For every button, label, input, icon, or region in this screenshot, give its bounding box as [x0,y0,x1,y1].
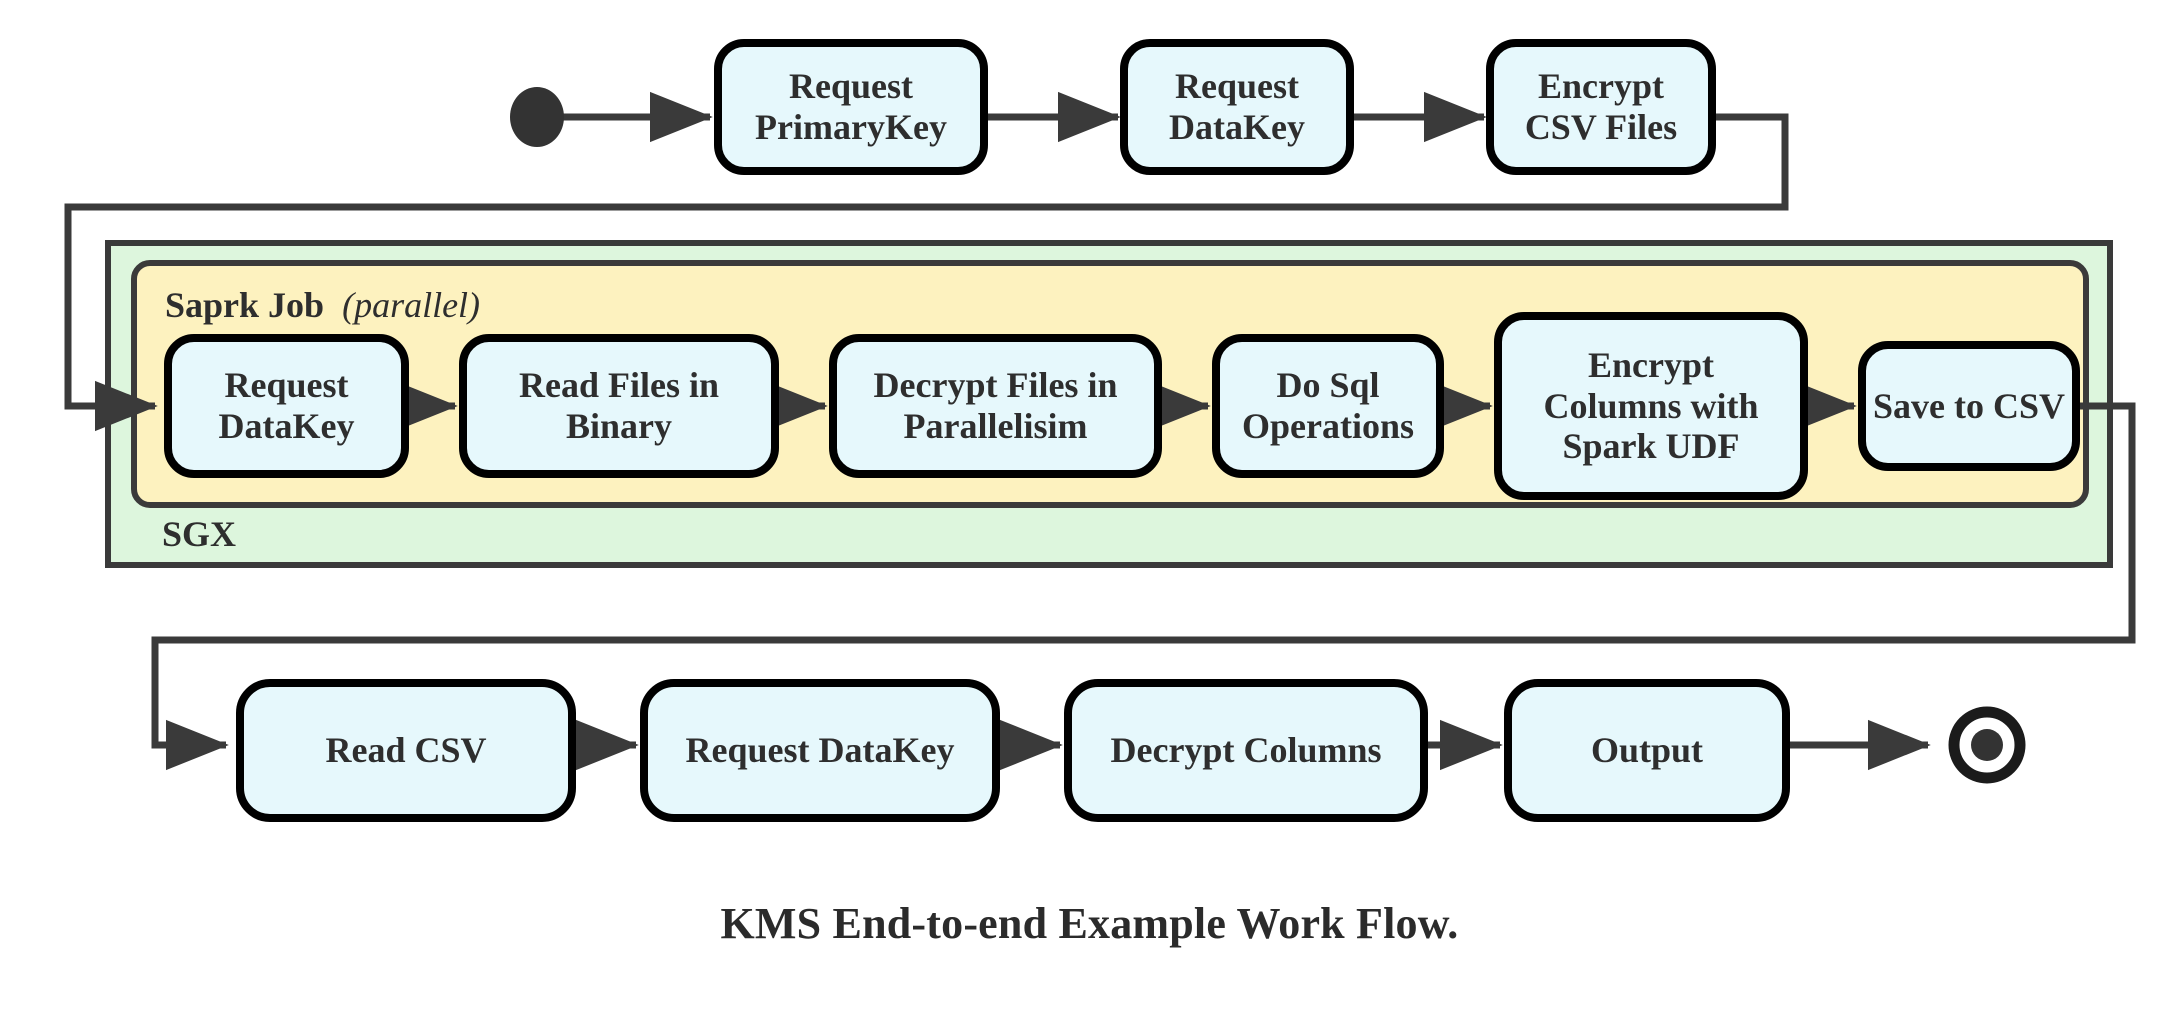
node-read-files-in-binary[interactable] [459,334,779,478]
sgx-label: SGX [162,513,236,555]
edge-save-csv-to-read-csv [151,402,2136,771]
end-state [1948,706,2026,784]
node-encrypt-csv-files[interactable] [1486,39,1716,175]
node-encrypt-columns-with-spark-udf[interactable] [1494,312,1808,500]
spark-job-label: Saprk Job (parallel) [165,284,480,326]
node-request-datakey-spark[interactable] [164,334,409,478]
node-request-datakey-bottom[interactable] [640,679,1000,822]
node-save-to-csv[interactable] [1858,341,2080,471]
diagram-caption: KMS End-to-end Example Work Flow. [720,899,1459,948]
node-read-csv[interactable] [236,679,576,822]
node-decrypt-columns[interactable] [1064,679,1428,822]
node-request-primarykey[interactable] [714,39,988,175]
edge-encrypt-csv-to-spark-datakey [64,113,1789,432]
sgx-label-text: SGX [162,514,237,554]
node-do-sql-operations[interactable] [1212,334,1444,478]
spark-job-label-main: Saprk Job [165,285,325,325]
node-decrypt-files-in-parallelisim[interactable] [829,334,1162,478]
start-state [510,87,564,147]
node-request-datakey-top[interactable] [1120,39,1354,175]
node-output[interactable] [1504,679,1790,822]
spark-job-label-modifier: (parallel) [342,285,481,325]
